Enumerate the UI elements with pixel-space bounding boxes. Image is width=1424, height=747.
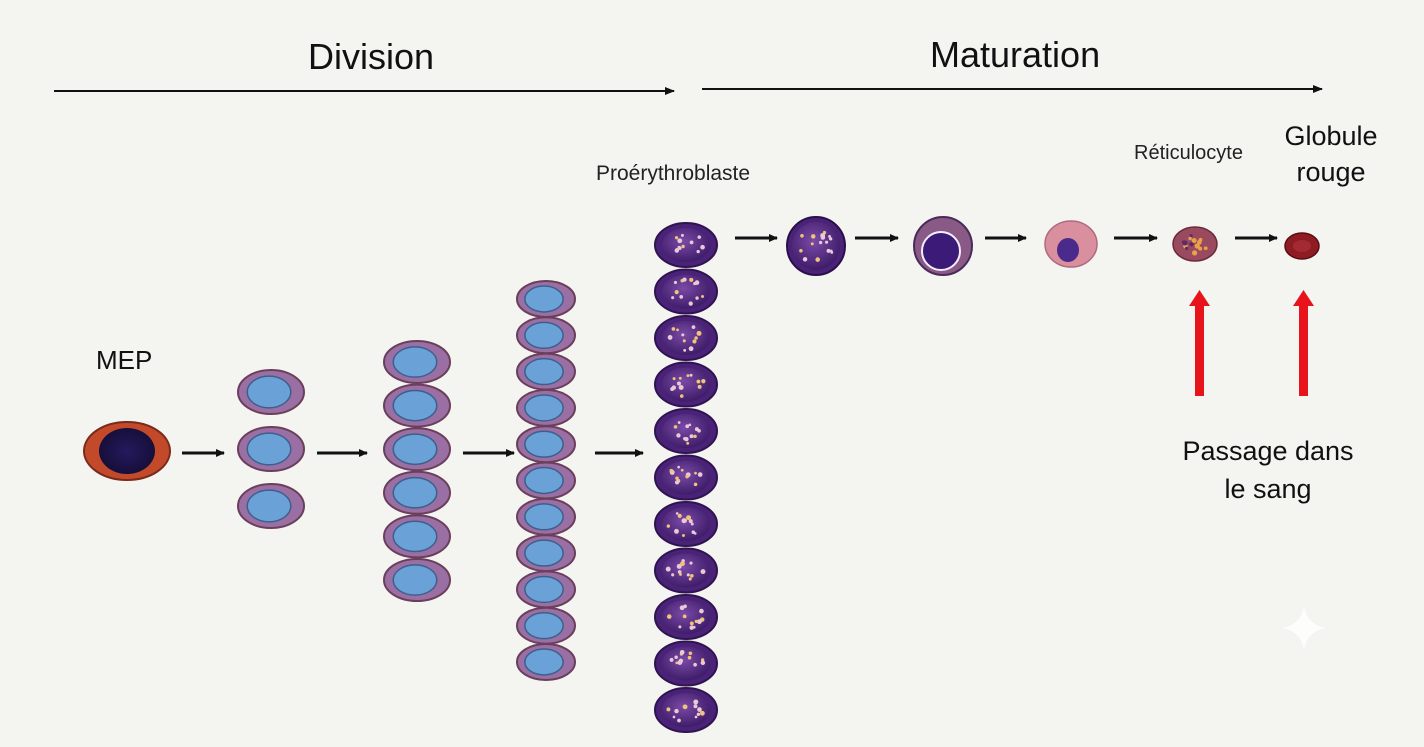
proerythroblast-cell — [654, 361, 718, 408]
progenitor-cell — [516, 461, 576, 500]
sparkle-icon — [1282, 606, 1326, 650]
progenitor-cell — [516, 606, 576, 645]
proerythroblast-cell — [654, 315, 718, 361]
proerythroblast-label: Proérythroblaste — [596, 162, 751, 185]
proerythroblast-cell — [654, 640, 718, 687]
reticulocyte-label: Réticulocyte — [1134, 142, 1243, 164]
bloodstream-label-line1: Passage dans — [1182, 436, 1354, 466]
proerythroblast-cell — [654, 547, 718, 594]
reticulocyte-cell — [1172, 226, 1218, 262]
red-cell-label-line1: Globule — [1284, 121, 1378, 151]
proerythroblast-cell — [654, 687, 718, 733]
progenitor-cell — [516, 643, 576, 681]
progenitor-cell — [516, 570, 576, 609]
progenitor-cell — [516, 316, 576, 355]
orthochromatic-erythroblast-cell — [1044, 220, 1098, 268]
bloodstream-label: Passage dans le sang — [1160, 432, 1376, 508]
mep-label: MEP — [96, 345, 153, 375]
red-cell-label: Globule rouge — [1270, 118, 1392, 190]
progenitor-cell — [383, 383, 451, 428]
progenitor-cell — [383, 470, 451, 515]
mep-cell — [83, 421, 171, 481]
progenitor-cell — [516, 497, 576, 536]
bloodstream-label-line2: le sang — [1224, 474, 1312, 504]
proerythroblast-cell — [654, 594, 718, 640]
progenitor-cell — [516, 425, 576, 464]
proerythroblast-cell — [654, 268, 718, 315]
division-label: Division — [308, 36, 435, 77]
polychromatic-erythroblast-cell — [913, 216, 973, 276]
red-blood-cell — [1284, 232, 1320, 260]
progenitor-cell — [383, 558, 451, 602]
progenitor-cell — [383, 514, 451, 559]
progenitor-cell — [383, 340, 451, 384]
proerythroblast-cell — [654, 454, 718, 501]
red-cell-label-line2: rouge — [1296, 157, 1366, 187]
proerythroblast-cell — [654, 222, 718, 268]
progenitor-cell — [383, 427, 451, 472]
basophilic-erythroblast-cell — [786, 216, 846, 276]
progenitor-cell — [237, 369, 305, 415]
progenitor-cell — [516, 388, 576, 427]
progenitor-cell — [516, 352, 576, 391]
proerythroblast-cell — [654, 501, 718, 547]
progenitor-cell — [237, 483, 305, 529]
maturation-label: Maturation — [930, 34, 1101, 75]
progenitor-cell — [516, 280, 576, 318]
proerythroblast-cell — [654, 408, 718, 454]
blood-arrow-red-cell — [1293, 290, 1314, 396]
blood-arrow-reticulocyte — [1189, 290, 1210, 396]
progenitor-cell — [237, 426, 305, 472]
progenitor-cell — [516, 534, 576, 573]
